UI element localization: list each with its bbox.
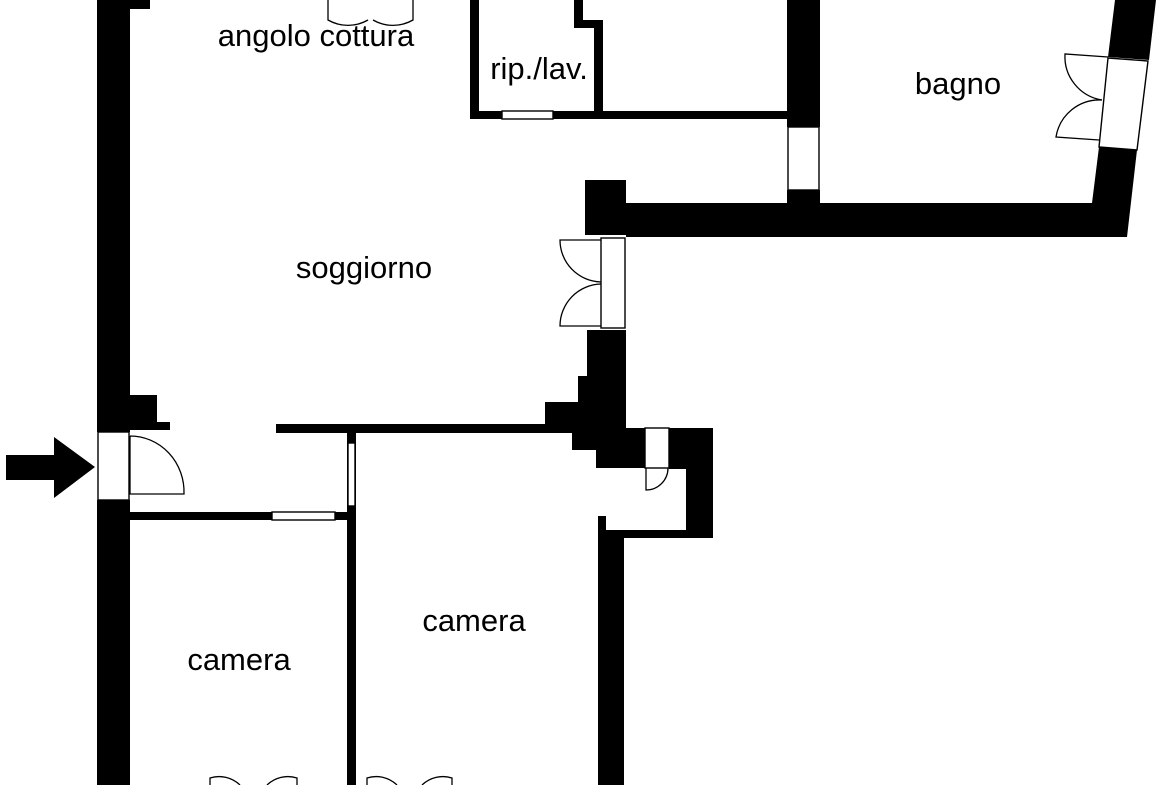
bagno-doorway — [787, 126, 820, 191]
camera-right-window-leaf-1 — [366, 775, 398, 785]
wall-camera-right — [598, 530, 624, 785]
room-label-bagno: bagno — [915, 66, 1001, 101]
room-label-angolo-cottura: angolo cottura — [218, 18, 415, 53]
room-label-camera-left: camera — [187, 642, 291, 677]
entrance-doorway — [97, 431, 130, 501]
walls — [97, 0, 1156, 785]
entrance-door-leaf — [129, 435, 185, 495]
room-label-rip-lav: rip./lav. — [490, 51, 588, 86]
corridor-closet-doorway — [644, 427, 670, 469]
bagno-window — [1098, 57, 1149, 151]
closet-window — [501, 110, 554, 120]
camera-left-doorway — [271, 511, 336, 521]
soggiorno-window — [600, 237, 626, 329]
room-label-soggiorno: soggiorno — [296, 250, 432, 285]
wall-corridor-closet — [606, 428, 713, 538]
room-labels: angolo cottura rip./lav. bagno soggiorno… — [187, 18, 1001, 677]
wall-bagno-right-upper — [1108, 0, 1156, 60]
kitchen-door-right — [372, 0, 414, 27]
wall-top-stub — [130, 0, 150, 9]
kitchen-door-left — [327, 0, 369, 27]
wall-closet-bottom — [470, 111, 790, 119]
wall-between-cameras — [347, 433, 356, 785]
wall-bagno-bottom — [585, 147, 1137, 237]
wall-closet-notch — [574, 0, 603, 28]
wall-entrance-step — [130, 395, 170, 430]
wall-bedrooms-top — [276, 424, 576, 433]
room-label-camera-right: camera — [422, 603, 526, 638]
entrance-arrow-icon — [6, 437, 95, 498]
wall-closet-right — [594, 20, 603, 115]
corridor-closet-door — [645, 467, 669, 491]
bagno-window-leaf-top — [1064, 53, 1109, 101]
camera-left-window-leaf-2 — [266, 775, 298, 785]
wall-bagno-left — [787, 0, 820, 127]
bagno-window-leaf-bottom — [1055, 99, 1103, 141]
camera-left-window-leaf-1 — [209, 775, 241, 785]
wall-central-stepped — [545, 330, 645, 468]
windows — [97, 57, 1149, 521]
wall-closet-left — [470, 0, 479, 119]
wall-left-lower — [97, 500, 130, 785]
camera-right-doorway — [347, 442, 356, 507]
wall-corridor-post — [598, 516, 606, 538]
wall-bagno-left-low — [787, 190, 820, 206]
doors — [129, 0, 1109, 785]
soggiorno-window-leaf-top — [559, 239, 602, 283]
wall-camera-left-top — [130, 512, 355, 520]
soggiorno-window-leaf-bottom — [559, 283, 602, 327]
camera-right-window-leaf-2 — [421, 775, 453, 785]
wall-left-upper — [97, 0, 130, 432]
